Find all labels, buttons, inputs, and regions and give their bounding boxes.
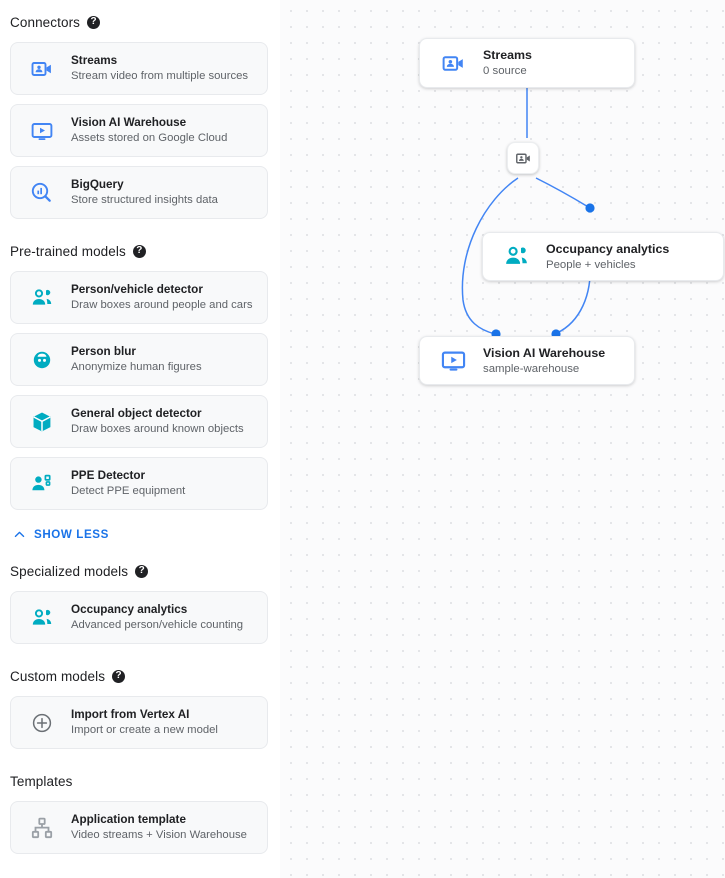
section-title: Templates — [10, 773, 73, 789]
port-occupancy-in — [585, 203, 595, 213]
card-title: Application template — [71, 813, 186, 826]
card-subtitle: Import or create a new model — [71, 724, 218, 736]
sidebar-card-general-object-detector[interactable]: General object detector Draw boxes aroun… — [10, 395, 268, 448]
graph-node-occupancy-analytics[interactable]: Occupancy analytics People + vehicles — [482, 232, 724, 281]
card-text: General object detector Draw boxes aroun… — [71, 406, 244, 437]
sidebar-card-ppe-detector[interactable]: PPE Detector Detect PPE equipment — [10, 457, 268, 510]
hierarchy-icon — [27, 816, 57, 840]
graph-node-stream-badge[interactable] — [507, 142, 539, 174]
card-subtitle: Assets stored on Google Cloud — [71, 132, 228, 144]
node-text: Streams 0 source — [483, 47, 532, 79]
video-camera-icon — [437, 51, 469, 76]
card-text: Streams Stream video from multiple sourc… — [71, 53, 248, 84]
card-subtitle: Anonymize human figures — [71, 361, 202, 373]
video-monitor-icon — [27, 119, 57, 143]
card-subtitle: Advanced person/vehicle counting — [71, 619, 244, 631]
card-title: Person blur — [71, 345, 136, 358]
show-less-label: SHOW LESS — [34, 528, 109, 541]
card-subtitle: Detect PPE equipment — [71, 485, 186, 497]
video-camera-icon — [27, 57, 57, 81]
card-text: PPE Detector Detect PPE equipment — [71, 468, 185, 499]
ppe-person-icon — [27, 472, 57, 496]
video-monitor-icon — [437, 347, 469, 374]
node-title: Vision AI Warehouse — [483, 345, 606, 360]
sidebar-card-person-blur[interactable]: Person blur Anonymize human figures — [10, 333, 268, 386]
card-title: General object detector — [71, 407, 202, 420]
section-header-templates: Templates — [0, 770, 280, 792]
card-title: Occupancy analytics — [71, 603, 188, 616]
sidebar-card-import-from-vertex-ai[interactable]: Import from Vertex AI Import or create a… — [10, 696, 268, 749]
chevron-up-icon — [12, 527, 27, 542]
people-icon — [27, 606, 57, 630]
node-text: Occupancy analytics People + vehicles — [546, 241, 669, 273]
section-title: Connectors — [10, 14, 81, 30]
graph-edges — [461, 62, 595, 339]
card-subtitle: Draw boxes around known objects — [71, 423, 244, 435]
section-title: Specialized models — [10, 563, 129, 579]
help-icon[interactable]: ? — [135, 564, 149, 578]
card-text: Person blur Anonymize human figures — [71, 344, 202, 375]
help-icon[interactable]: ? — [112, 669, 126, 683]
video-camera-icon — [515, 150, 532, 167]
component-sidebar: Connectors ? Streams Stream video from m… — [0, 0, 280, 878]
bigquery-search-icon — [27, 181, 57, 205]
card-title: BigQuery — [71, 178, 124, 191]
graph-node-vision-ai-warehouse[interactable]: Vision AI Warehouse sample-warehouse — [419, 336, 635, 385]
person-blur-icon — [27, 348, 57, 372]
sidebar-card-person-vehicle-detector[interactable]: Person/vehicle detector Draw boxes aroun… — [10, 271, 268, 324]
card-subtitle: Store structured insights data — [71, 194, 218, 206]
sidebar-card-occupancy-analytics[interactable]: Occupancy analytics Advanced person/vehi… — [10, 591, 268, 644]
card-title: Import from Vertex AI — [71, 708, 190, 721]
section-title: Pre-trained models — [10, 243, 126, 259]
people-icon — [27, 286, 57, 310]
card-text: Import from Vertex AI Import or create a… — [71, 707, 218, 738]
help-icon[interactable]: ? — [132, 244, 146, 258]
card-text: Vision AI Warehouse Assets stored on Goo… — [71, 115, 227, 146]
card-text: Application template Video streams + Vis… — [71, 812, 247, 843]
sidebar-card-bigquery[interactable]: BigQuery Store structured insights data — [10, 166, 268, 219]
cube-icon — [27, 410, 57, 434]
plus-circle-icon — [27, 711, 57, 735]
node-subtitle: 0 source — [483, 65, 527, 77]
node-text: Vision AI Warehouse sample-warehouse — [483, 345, 605, 377]
help-icon[interactable]: ? — [87, 15, 101, 29]
card-title: Person/vehicle detector — [71, 283, 203, 296]
sidebar-card-streams[interactable]: Streams Stream video from multiple sourc… — [10, 42, 268, 95]
section-header-custom-models: Custom models ? — [0, 665, 280, 687]
graph-node-streams[interactable]: Streams 0 source — [419, 38, 635, 88]
card-title: PPE Detector — [71, 469, 146, 482]
section-header-connectors: Connectors ? — [0, 11, 280, 33]
people-icon — [500, 243, 532, 270]
graph-canvas[interactable]: Streams 0 source Occupancy analytics Peo… — [280, 0, 725, 878]
sidebar-card-application-template[interactable]: Application template Video streams + Vis… — [10, 801, 268, 854]
card-text: Occupancy analytics Advanced person/vehi… — [71, 602, 243, 633]
node-subtitle: People + vehicles — [546, 258, 636, 271]
node-subtitle: sample-warehouse — [483, 362, 580, 375]
section-title: Custom models — [10, 668, 106, 684]
card-subtitle: Video streams + Vision Warehouse — [71, 829, 247, 841]
section-header-specialized-models: Specialized models ? — [0, 560, 280, 582]
card-subtitle: Stream video from multiple sources — [71, 70, 249, 82]
section-header-pre-trained-models: Pre-trained models ? — [0, 240, 280, 262]
show-less-button[interactable]: SHOW LESS — [12, 527, 280, 542]
sidebar-card-vision-ai-warehouse[interactable]: Vision AI Warehouse Assets stored on Goo… — [10, 104, 268, 157]
node-title: Occupancy analytics — [546, 241, 670, 256]
card-title: Streams — [71, 54, 118, 67]
card-title: Vision AI Warehouse — [71, 116, 187, 129]
card-subtitle: Draw boxes around people and cars — [71, 299, 253, 311]
node-title: Streams — [483, 48, 532, 62]
card-text: BigQuery Store structured insights data — [71, 177, 218, 208]
card-text: Person/vehicle detector Draw boxes aroun… — [71, 282, 253, 313]
